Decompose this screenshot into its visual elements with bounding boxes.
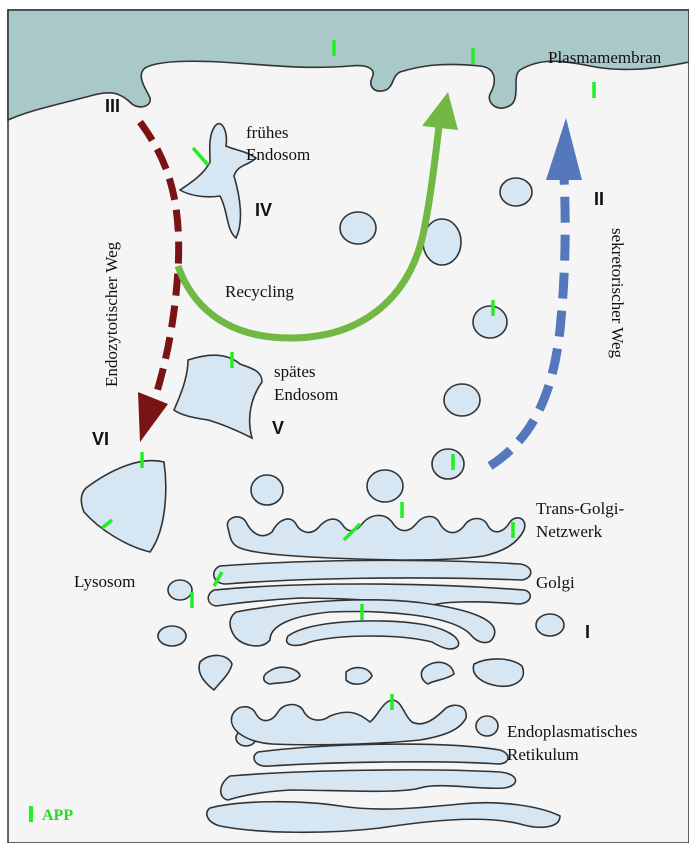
label-secretory-path: sekretorischer Weg [608, 228, 627, 359]
roman-i: I [585, 622, 590, 642]
roman-vi: VI [92, 429, 109, 449]
roman-v: V [272, 418, 284, 438]
label-er-1: Endoplasmatisches [507, 722, 637, 741]
roman-ii: II [594, 189, 604, 209]
label-late-endosome-1: spätes [274, 362, 316, 381]
label-recycling: Recycling [225, 282, 294, 301]
roman-iv: IV [255, 200, 272, 220]
label-endocytic-path: Endozytotischer Weg [102, 241, 121, 387]
label-tgn-1: Trans-Golgi- [536, 499, 624, 518]
label-er-2: Retikulum [507, 745, 579, 764]
label-plasma-membrane: Plasmamembran [548, 48, 662, 67]
roman-iii: III [105, 96, 120, 116]
label-golgi: Golgi [536, 573, 575, 592]
label-early-endosome-1: frühes [246, 123, 288, 142]
legend-app-label: APP [42, 807, 73, 824]
label-lysosome: Lysosom [74, 572, 135, 591]
label-late-endosome-2: Endosom [274, 385, 338, 404]
label-early-endosome-2: Endosom [246, 145, 310, 164]
label-tgn-2: Netzwerk [536, 522, 603, 541]
